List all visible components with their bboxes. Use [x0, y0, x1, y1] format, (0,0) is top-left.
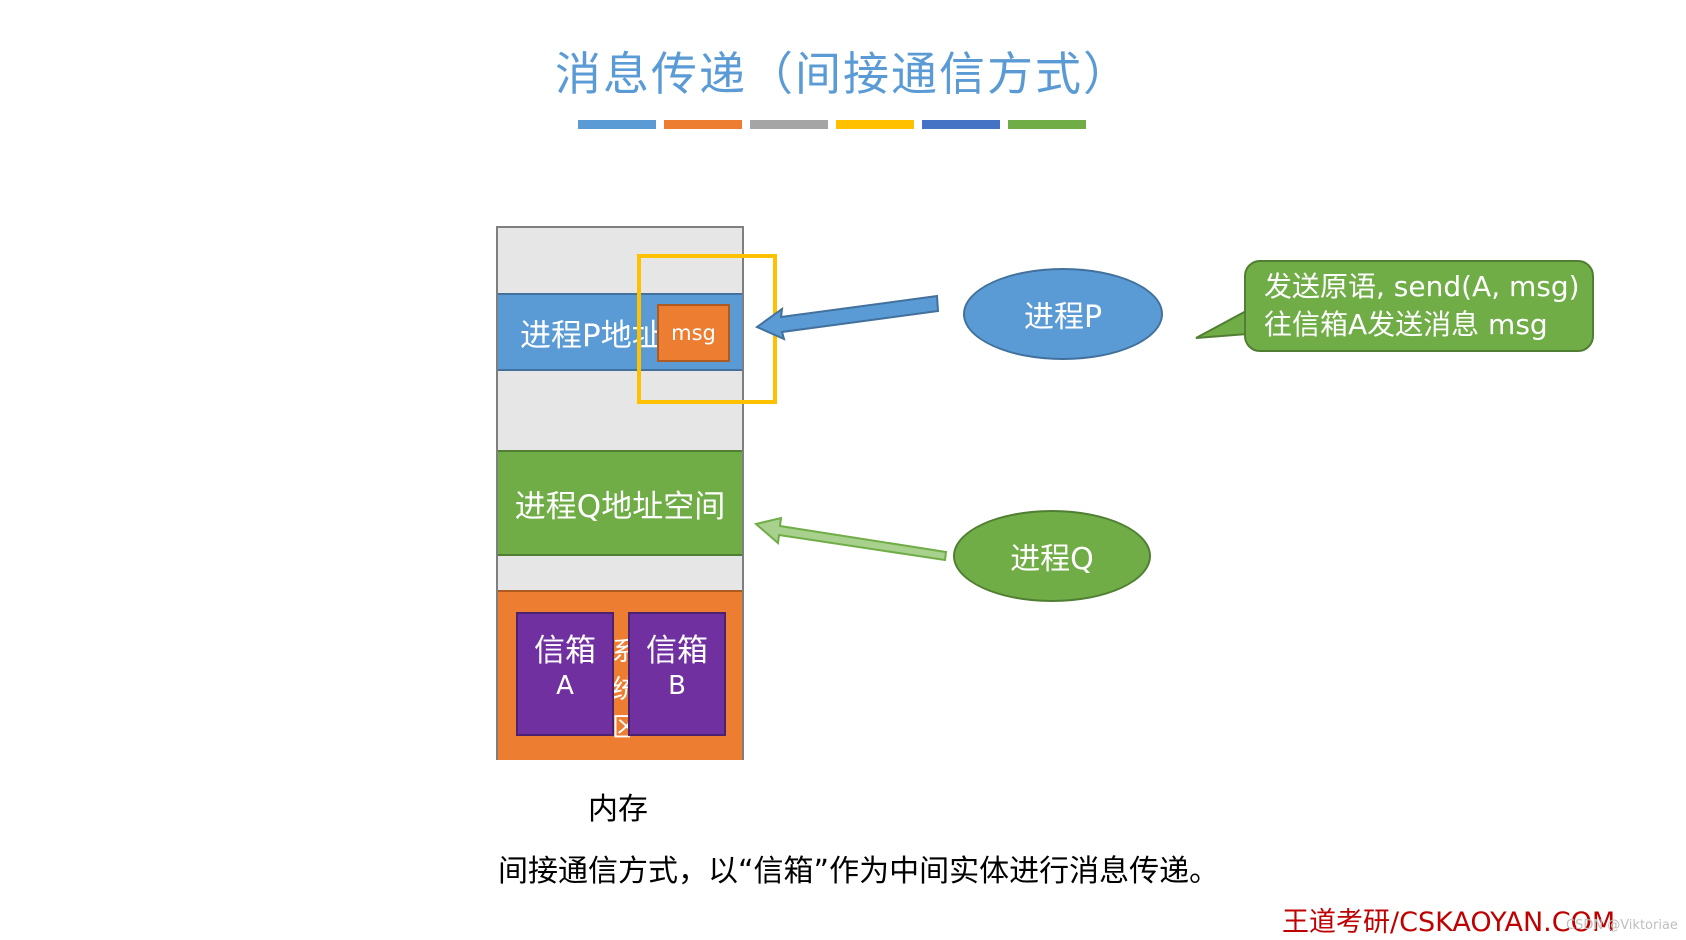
process-q-region-label: 进程Q地址空间	[514, 488, 726, 525]
mailbox-b-label: 信箱	[646, 633, 708, 669]
callout-line-2: 往信箱A发送消息 msg	[1264, 308, 1548, 341]
mailbox-a: 信箱 A	[516, 612, 614, 736]
caption-text: 间接通信方式，以“信箱”作为中间实体进行消息传递。	[498, 854, 1220, 889]
memory-label: 内存	[588, 792, 648, 827]
system-area-partial-label: 系统区	[612, 637, 630, 743]
title-stripe-gray	[750, 120, 828, 129]
mailbox-b-letter: B	[668, 671, 686, 701]
page-title: 消息传递（间接通信方式）	[555, 47, 1131, 101]
process-q-node: 进程Q	[953, 510, 1151, 602]
title-stripe-yellow	[836, 120, 914, 129]
title-stripe-darkblue	[922, 120, 1000, 129]
process-p-node: 进程P	[963, 268, 1163, 360]
watermark: CSDN @Viktoriae	[1566, 918, 1678, 933]
arrow-q-to-memory	[753, 516, 948, 562]
mailbox-a-label: 信箱	[534, 633, 596, 669]
title-stripe-blue	[578, 120, 656, 129]
title-stripe-green	[1008, 120, 1086, 129]
footer-brand: 王道考研/CSKAOYAN.COM	[1282, 907, 1616, 938]
mailbox-b: 信箱 B	[628, 612, 726, 736]
msg-box: msg	[657, 304, 730, 362]
callout-line-1: 发送原语, send(A, msg)	[1264, 270, 1580, 303]
title-stripe-orange	[664, 120, 742, 129]
callout-pointer	[1195, 308, 1249, 339]
send-primitive-callout: 发送原语, send(A, msg) 往信箱A发送消息 msg	[1244, 260, 1594, 352]
process-q-label: 进程Q	[1010, 542, 1094, 577]
arrow-p-to-memory	[755, 294, 940, 341]
mailbox-a-letter: A	[556, 671, 574, 701]
process-q-address-space: 进程Q地址空间	[498, 450, 742, 556]
process-p-label: 进程P	[1023, 300, 1103, 335]
